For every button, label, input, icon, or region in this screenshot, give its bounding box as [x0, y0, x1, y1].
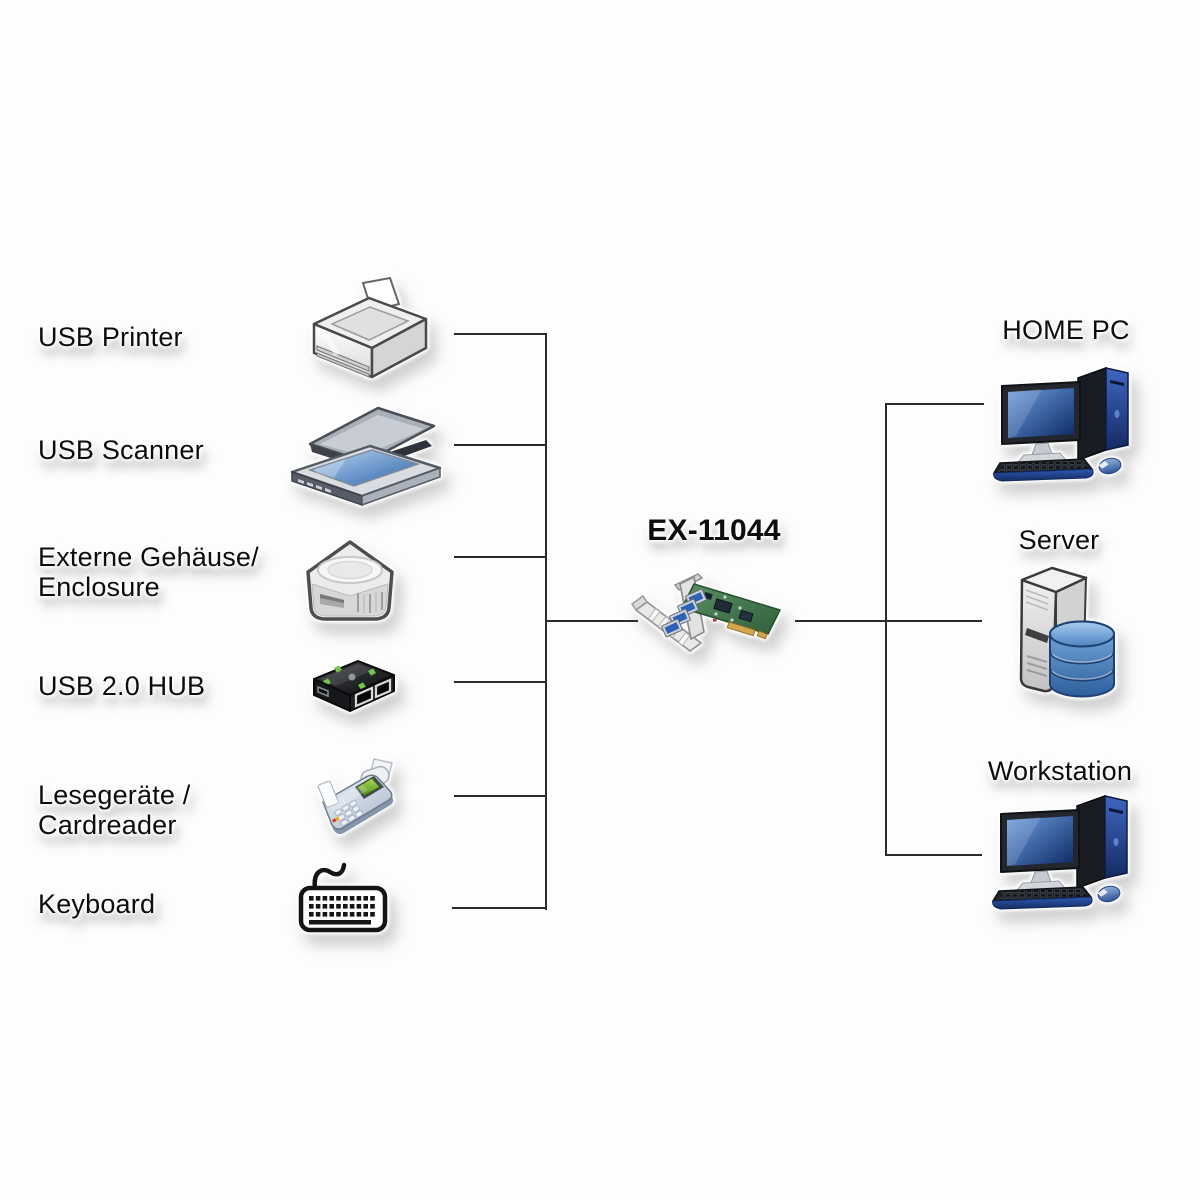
keyboard-icon [298, 862, 388, 933]
connector-branch-enclosure [454, 556, 546, 558]
host-label-workstation: Workstation [987, 756, 1133, 786]
connector-branch-keyboard [452, 907, 546, 909]
printer-icon [312, 276, 428, 379]
usb-hub-icon [313, 660, 395, 712]
scanner-icon [290, 406, 442, 507]
hdd-enclosure-icon [306, 540, 394, 621]
host-label-server: Server [1018, 525, 1100, 555]
device-label-keyboard: Keyboard [38, 889, 156, 919]
cardreader-icon [317, 758, 394, 835]
connector-branch-printer [454, 333, 546, 335]
connector-branch-workstation [885, 854, 982, 856]
connector-center-right [795, 620, 982, 622]
device-label-usb-scanner: USB Scanner [38, 435, 204, 465]
server-icon [1019, 566, 1115, 698]
connector-branch-cardreader [454, 795, 546, 797]
connector-center-left [545, 620, 638, 622]
connector-branch-homepc [885, 403, 984, 405]
desktop-pc-icon [992, 366, 1129, 482]
connector-branch-scanner [454, 444, 546, 446]
device-label-usb-printer: USB Printer [38, 322, 183, 352]
connector-trunk-right [885, 403, 887, 856]
pcie-usb3-card-icon [630, 573, 781, 652]
desktop-pc-icon [991, 794, 1128, 910]
connector-branch-hub [454, 681, 546, 683]
device-label-cardreader: Lesegeräte / Cardreader [38, 780, 191, 840]
device-label-usb-hub: USB 2.0 HUB [38, 671, 206, 701]
host-label-home-pc: HOME PC [1002, 315, 1130, 345]
card-title: EX-11044 [647, 514, 781, 547]
device-label-enclosure: Externe Gehäuse/ Enclosure [38, 542, 259, 602]
